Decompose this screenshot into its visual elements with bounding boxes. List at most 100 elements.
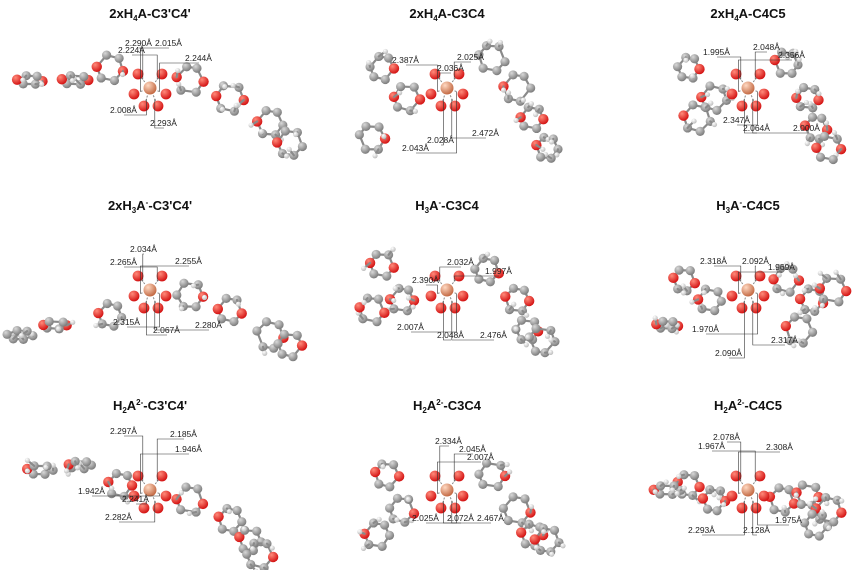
carbon-atom — [193, 484, 203, 494]
carbon-atom — [811, 482, 821, 492]
coordinating-oxygen — [152, 100, 164, 112]
oxygen-atom — [813, 94, 824, 106]
hydrogen-atom — [124, 499, 131, 505]
title-suffix: A-C4C5 — [739, 6, 786, 21]
bond-distance-label: 1.967Å — [698, 441, 725, 451]
bond-distance-label: 2.280Å — [195, 320, 222, 330]
coordinating-oxygen — [435, 302, 447, 314]
carbon-atom — [237, 517, 247, 527]
carbon-atom — [79, 71, 89, 82]
coordinating-oxygen — [429, 470, 441, 482]
distance-leader — [451, 300, 494, 341]
title-subscript: 2 — [723, 406, 728, 415]
carbon-atom — [354, 130, 364, 140]
hydrogen-atom — [826, 525, 832, 531]
carbon-atom — [672, 62, 683, 72]
hydrogen-atom — [513, 117, 519, 124]
coordinating-oxygen — [730, 68, 742, 80]
distance-leader — [92, 493, 160, 497]
carbon-atom — [369, 72, 379, 82]
hydrogen-atom — [669, 487, 676, 493]
oxygen-atom — [213, 511, 224, 522]
carbon-atom — [807, 509, 817, 519]
panel-title: H2A2--C3'C4' — [113, 398, 187, 415]
carbon-atom — [297, 141, 308, 152]
carbon-atom — [520, 539, 530, 549]
carbon-atom — [360, 144, 370, 154]
title-prefix: 2xH — [109, 6, 133, 21]
oxygen-atom — [836, 507, 847, 518]
distance-leader — [754, 51, 767, 80]
hydrogen-atom — [528, 528, 535, 534]
hydrogen-atom — [70, 319, 76, 325]
coordinating-oxygen — [425, 88, 437, 100]
coordinating-oxygen — [435, 100, 447, 112]
distance-leader — [451, 500, 491, 524]
carbon-atom — [800, 518, 810, 528]
carbon-atom — [392, 102, 403, 112]
hydrogen-atom — [241, 526, 247, 532]
hydrogen-atom — [548, 337, 554, 343]
carbon-atom — [807, 327, 818, 337]
hydrogen-atom — [293, 131, 299, 138]
oxygen-atom — [768, 274, 779, 285]
distance-leader — [124, 266, 158, 282]
hydrogen-atom — [779, 290, 786, 297]
hydrogen-atom — [793, 48, 799, 54]
hydrogen-atom — [361, 299, 367, 306]
metal-ion — [440, 283, 454, 297]
title-suffix: -C4C5 — [742, 198, 780, 213]
oxygen-atom — [126, 480, 138, 491]
coordinating-oxygen — [750, 302, 762, 314]
hydrogen-atom — [792, 273, 799, 279]
panel-title: 2xH3A--C3'C4' — [108, 198, 192, 215]
hydrogen-atom — [804, 140, 810, 147]
coordinating-oxygen — [758, 290, 770, 302]
title-prefix: 2xH — [409, 6, 433, 21]
carbon-atom — [176, 505, 186, 515]
bond-distance-label: 2.347Å — [723, 115, 750, 125]
hydrogen-atom — [119, 71, 126, 78]
title-prefix: H — [716, 198, 725, 213]
oxygen-atom — [500, 291, 511, 302]
hydrogen-atom — [366, 60, 372, 66]
title-prefix: H — [415, 198, 424, 213]
carbon-atom — [385, 482, 395, 492]
oxygen-atom — [234, 531, 245, 543]
carbon-atom — [508, 70, 518, 80]
carbon-atom — [802, 314, 812, 324]
hydrogen-atom — [394, 517, 400, 523]
oxygen-atom — [198, 76, 209, 87]
hydrogen-atom — [812, 521, 818, 527]
coordinating-oxygen — [726, 490, 738, 502]
coordinating-oxygen — [457, 290, 469, 302]
distance-leader — [717, 56, 742, 80]
metal-ion — [143, 483, 157, 497]
hydrogen-atom — [533, 544, 540, 551]
carbon-atom — [519, 285, 529, 295]
title-suffix: A-C3C4 — [438, 6, 486, 21]
bond-distance-label: 2.072Å — [447, 513, 474, 523]
bond-distance-label: 2.092Å — [742, 256, 769, 266]
hydrogen-atom — [178, 490, 184, 496]
coordinating-oxygen — [453, 68, 465, 80]
carbon-atom — [32, 71, 42, 81]
oxygen-atom — [212, 303, 224, 315]
title-subscript: 4 — [133, 14, 138, 23]
bond-distance-label: 2.185Å — [170, 429, 197, 439]
hydrogen-atom — [248, 122, 254, 128]
carbon-atom — [102, 298, 112, 309]
hydrogen-atom — [109, 485, 115, 491]
oxygen-atom — [236, 308, 247, 319]
carbon-atom — [279, 329, 289, 339]
distance-leader — [119, 500, 156, 523]
carbon-atom — [191, 302, 201, 312]
hydrogen-atom — [680, 290, 687, 296]
hydrogen-atom — [520, 97, 526, 103]
title-suffix: -C3'C4' — [143, 398, 187, 413]
coordinating-oxygen — [449, 100, 461, 112]
hydrogen-atom — [24, 457, 31, 463]
coordinating-oxygen — [736, 302, 748, 314]
